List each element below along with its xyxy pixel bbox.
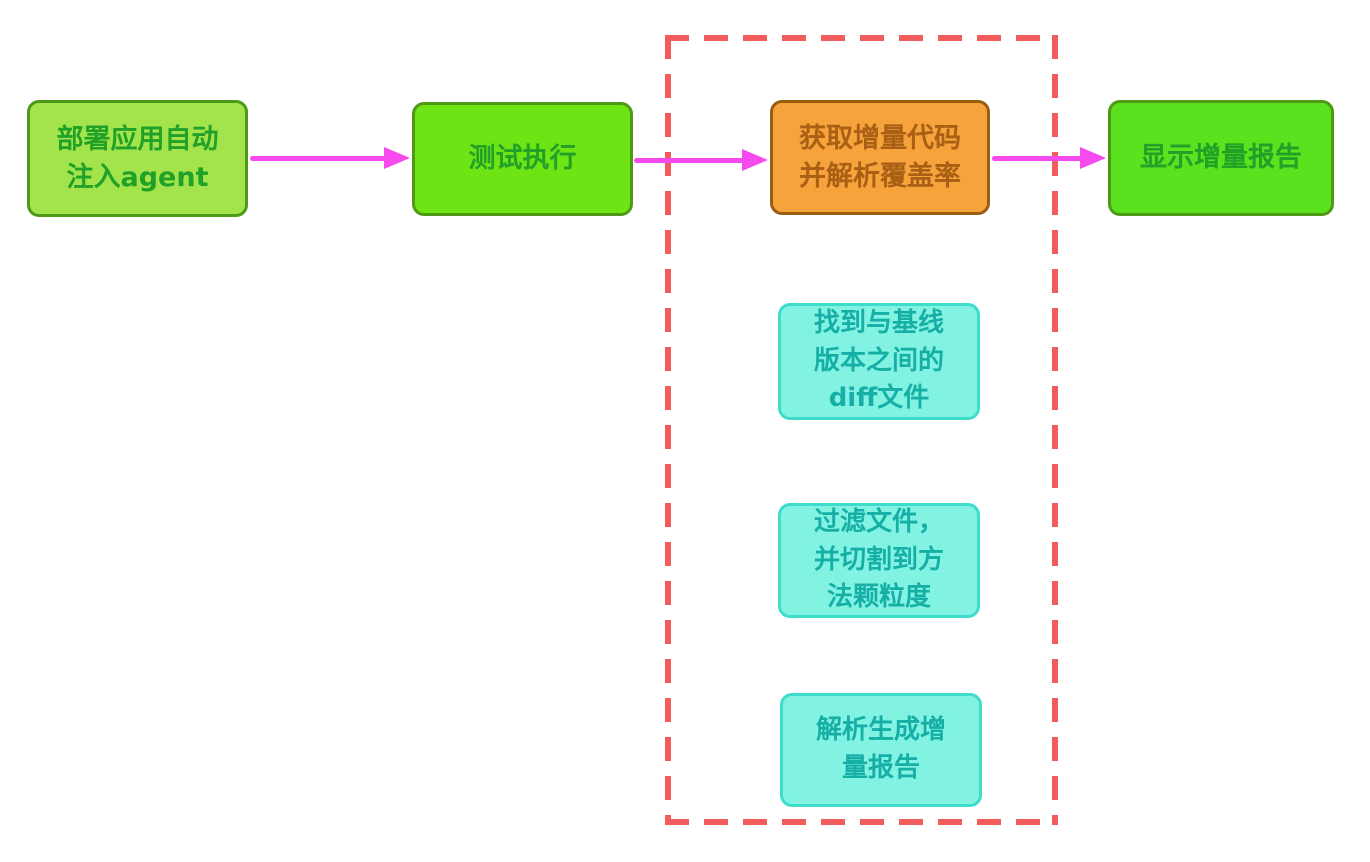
node-filter-split-methods: 过滤文件， 并切割到方 法颗粒度 — [778, 503, 980, 618]
arrow-test-to-fetch — [634, 149, 768, 171]
arrow-head-icon — [742, 149, 768, 171]
arrow-head-icon — [384, 147, 410, 169]
node-test-execution: 测试执行 — [412, 102, 633, 216]
node-deploy-agent: 部署应用自动 注入agent — [27, 100, 248, 217]
node-generate-incremental-report-label: 解析生成增 量报告 — [815, 715, 946, 783]
node-generate-incremental-report: 解析生成增 量报告 — [780, 693, 982, 807]
dashed-edge-bottom — [665, 819, 1058, 825]
node-find-diff-files: 找到与基线 版本之间的 diff文件 — [778, 303, 980, 420]
node-show-incremental-report-label: 显示增量报告 — [1140, 142, 1302, 174]
dashed-edge-top — [665, 35, 1058, 41]
arrow-head-icon — [1080, 147, 1106, 169]
node-show-incremental-report: 显示增量报告 — [1108, 100, 1334, 216]
arrow-deploy-to-test — [250, 147, 410, 169]
arrow-line — [634, 158, 752, 163]
dashed-edge-left — [665, 35, 671, 825]
arrow-fetch-to-report — [992, 147, 1106, 169]
dashed-edge-right — [1052, 35, 1058, 825]
arrow-line — [992, 156, 1090, 161]
node-test-execution-label: 测试执行 — [468, 143, 577, 175]
node-filter-split-methods-label: 过滤文件， 并切割到方 法颗粒度 — [813, 506, 944, 613]
node-find-diff-files-label: 找到与基线 版本之间的 diff文件 — [813, 307, 944, 414]
arrow-line — [250, 156, 394, 161]
dashed-group-outline — [665, 35, 1058, 825]
node-fetch-incremental-code: 获取增量代码 并解析覆盖率 — [770, 100, 990, 215]
node-fetch-incremental-code-label: 获取增量代码 并解析覆盖率 — [799, 122, 961, 192]
node-deploy-agent-label: 部署应用自动 注入agent — [56, 123, 219, 193]
